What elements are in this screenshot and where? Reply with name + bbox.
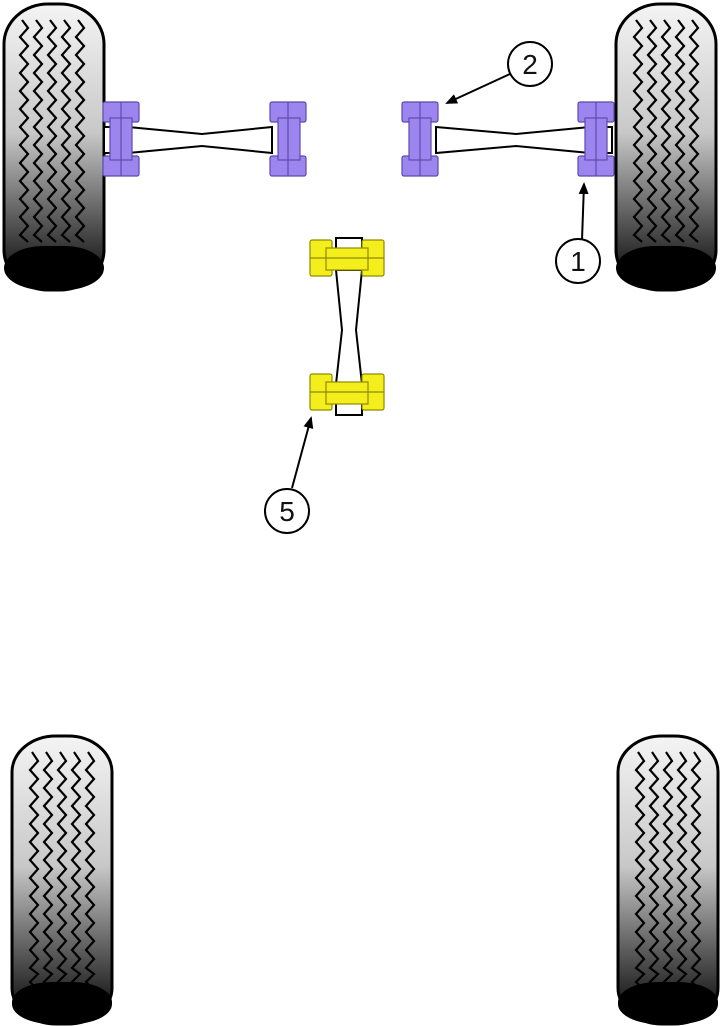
bush-right-inner	[401, 101, 439, 177]
front-left-tyre	[2, 2, 106, 292]
callout-1-label: 1	[570, 246, 586, 277]
bush-left-inner	[269, 101, 307, 177]
callout-2: 2	[445, 41, 553, 104]
callout-5: 5	[264, 416, 314, 534]
rear-left-tyre	[10, 734, 114, 1026]
bush-right-outer	[577, 101, 615, 177]
callout-1: 1	[555, 182, 601, 284]
bush-centre-upper	[309, 239, 385, 277]
callout-2-label: 2	[522, 49, 538, 80]
bush-left-outer	[102, 101, 140, 177]
bush-centre-lower	[309, 373, 385, 411]
front-right-tyre	[614, 2, 718, 292]
callout-5-label: 5	[279, 496, 295, 527]
rear-right-tyre	[616, 734, 720, 1026]
